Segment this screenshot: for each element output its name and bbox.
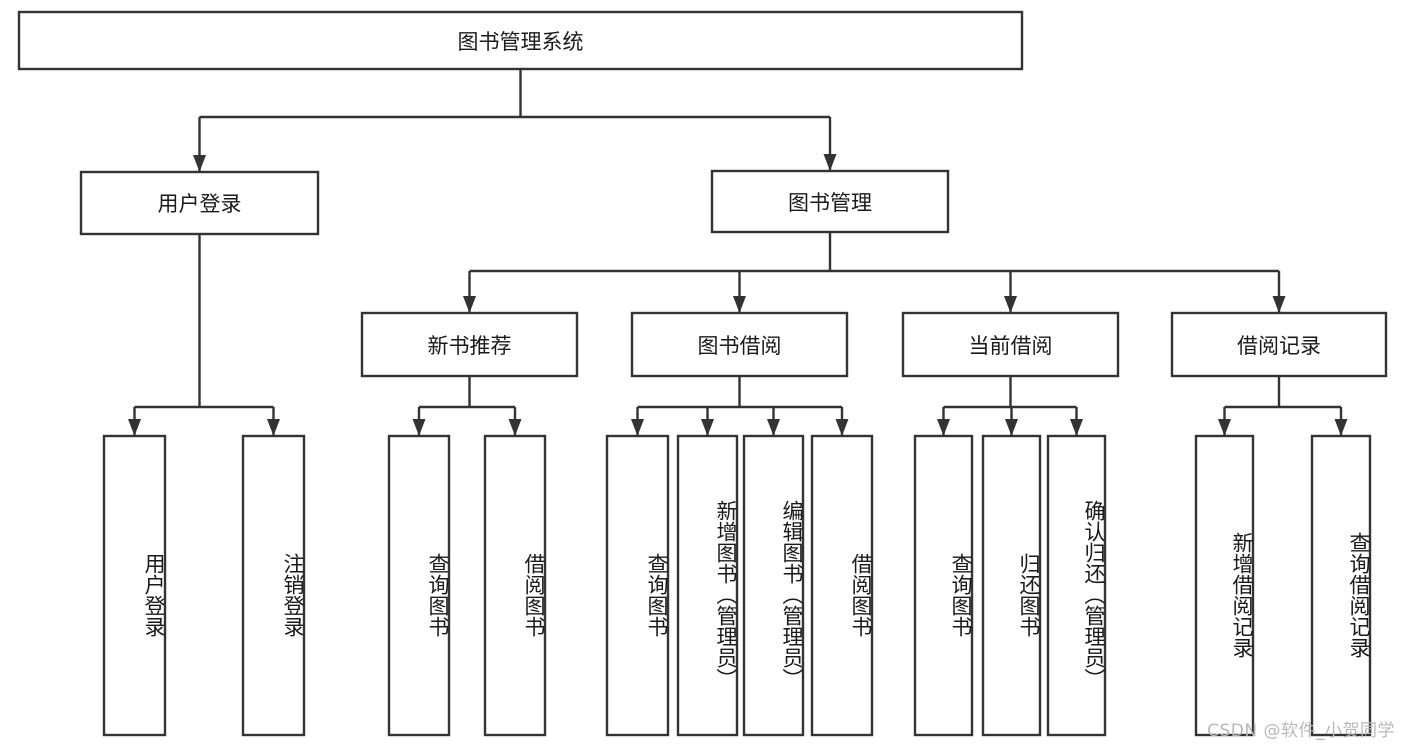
- node-leaf-leaf-add-record[interactable]: [1194, 434, 1255, 737]
- node-l2-book-borrow[interactable]: [630, 311, 849, 378]
- node-leaf-leaf-query-record[interactable]: [1310, 434, 1372, 737]
- arrow-head-icon: [1334, 419, 1348, 436]
- arrow-head-icon: [1070, 419, 1083, 436]
- node-l1-book-manage[interactable]: [710, 169, 950, 234]
- arrow-head-icon: [1004, 296, 1017, 313]
- arrow-head-icon: [1005, 419, 1018, 436]
- arrow-head-icon: [1272, 296, 1286, 313]
- node-leaf-leaf-user-login[interactable]: [102, 434, 167, 737]
- arrow-head-icon: [937, 419, 950, 436]
- node-leaf-leaf-query-book-rec[interactable]: [387, 434, 451, 737]
- arrow-head-icon: [1218, 419, 1231, 436]
- arrow-head-icon: [267, 419, 280, 436]
- arrow-head-icon: [701, 419, 714, 436]
- node-l2-new-book-recommend[interactable]: [360, 311, 579, 378]
- arrow-head-icon: [508, 419, 522, 436]
- node-l1-user-login[interactable]: [79, 170, 320, 236]
- node-leaf-leaf-edit-book[interactable]: [742, 434, 805, 737]
- node-layer: [17, 10, 1388, 737]
- node-root-root[interactable]: [17, 10, 1024, 71]
- node-leaf-leaf-borrow-book[interactable]: [810, 434, 874, 737]
- node-leaf-leaf-query-book-cur[interactable]: [913, 434, 974, 737]
- arrow-head-icon: [823, 154, 837, 171]
- node-leaf-leaf-add-book[interactable]: [676, 434, 739, 737]
- arrow-head-icon: [412, 419, 426, 436]
- arrow-head-icon: [767, 419, 780, 436]
- node-leaf-leaf-query-book-borrow[interactable]: [605, 434, 670, 737]
- arrow-head-icon: [463, 296, 476, 313]
- edge-layer: [128, 69, 1348, 436]
- arrow-head-icon: [733, 296, 746, 313]
- node-l2-borrow-record[interactable]: [1170, 311, 1388, 378]
- arrow-head-icon: [128, 419, 141, 436]
- node-leaf-leaf-logout[interactable]: [241, 434, 306, 737]
- arrow-head-icon: [835, 419, 849, 436]
- node-l2-current-borrow[interactable]: [901, 311, 1120, 378]
- node-leaf-leaf-borrow-book-rec[interactable]: [483, 434, 547, 737]
- arrow-head-icon: [193, 155, 206, 172]
- node-leaf-leaf-confirm-return[interactable]: [1046, 434, 1107, 737]
- watermark-text: CSDN @软件_小贺同学: [1207, 721, 1395, 741]
- arrow-head-icon: [631, 419, 644, 436]
- node-leaf-leaf-return-book[interactable]: [981, 434, 1042, 737]
